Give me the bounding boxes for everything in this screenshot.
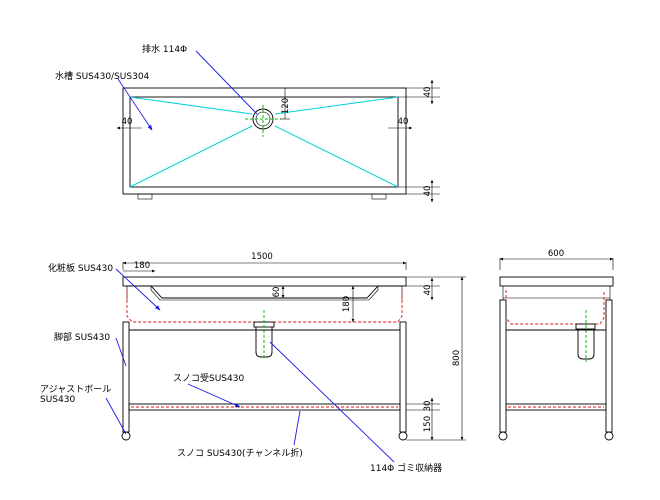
trash-label: 114Φ ゴミ収納器 xyxy=(370,462,442,474)
top-view-outer xyxy=(122,87,407,195)
dim-800: 800 xyxy=(452,350,462,366)
front-top-board xyxy=(122,276,407,287)
slat-rail-leader xyxy=(187,383,241,408)
top-board-leader xyxy=(115,268,161,311)
tank-leader xyxy=(117,78,153,131)
adjuster-leader xyxy=(105,397,127,435)
dim-40-left: 40 xyxy=(122,117,133,127)
adjuster-label-1: アジャストボール xyxy=(40,384,111,395)
trash-leader xyxy=(269,341,395,463)
top-view: 排水 114Φ 水槽 SUS430/SUS304 120 40 40 40 40 xyxy=(55,43,440,203)
front-slat xyxy=(128,403,401,411)
tank-label: 水槽 SUS430/SUS304 xyxy=(55,70,150,82)
slat-rail-label: スノコ受SUS430 xyxy=(173,372,244,384)
drain-label: 排水 114Φ xyxy=(142,43,187,55)
dim-40-right: 40 xyxy=(398,117,409,127)
slat-label: スノコ SUS430(チャンネル折) xyxy=(177,447,303,459)
dim-600: 600 xyxy=(548,249,564,259)
leg-leader xyxy=(115,337,127,367)
side-slat xyxy=(505,403,607,411)
top-view-foot-right xyxy=(371,193,387,200)
dim-60: 60 xyxy=(272,287,282,298)
side-view: 600 xyxy=(498,249,614,441)
front-foot-right xyxy=(398,431,408,441)
front-leg-left xyxy=(122,321,130,433)
front-foot-left xyxy=(121,431,131,441)
side-leg-right xyxy=(605,299,613,433)
dim-40-front: 40 xyxy=(423,285,433,296)
dim-180-left: 180 xyxy=(134,261,150,271)
dim-120: 120 xyxy=(281,98,291,114)
side-foot-left xyxy=(498,431,508,441)
top-view-foot-left xyxy=(137,193,153,200)
side-top-board xyxy=(499,276,614,287)
leg-label: 脚部 SUS430 xyxy=(54,331,110,343)
front-view: 1500 180 60 180 40 800 30 150 化粧板 SUS430… xyxy=(40,252,466,474)
dim-150: 150 xyxy=(423,416,433,432)
dim-40-top: 40 xyxy=(423,87,433,98)
dim-30: 30 xyxy=(423,401,433,412)
sink-slope-lines xyxy=(129,96,399,188)
dim-180-depth: 180 xyxy=(342,296,352,312)
side-basin-hidden xyxy=(505,290,605,325)
drain-leader xyxy=(195,50,258,115)
slat-leader xyxy=(293,410,301,446)
side-leg-left xyxy=(499,299,507,433)
front-leg-right xyxy=(399,321,407,433)
adjuster-label-2: SUS430 xyxy=(40,395,75,405)
side-trash-body xyxy=(577,329,595,360)
top-view-basin xyxy=(129,96,399,188)
top-board-label: 化粧板 SUS430 xyxy=(48,262,113,274)
side-foot-right xyxy=(604,431,614,441)
front-basin-profile xyxy=(127,285,402,299)
dim-1500: 1500 xyxy=(251,252,273,262)
side-trash-rim xyxy=(575,323,596,330)
dim-40-bottom: 40 xyxy=(423,186,433,197)
